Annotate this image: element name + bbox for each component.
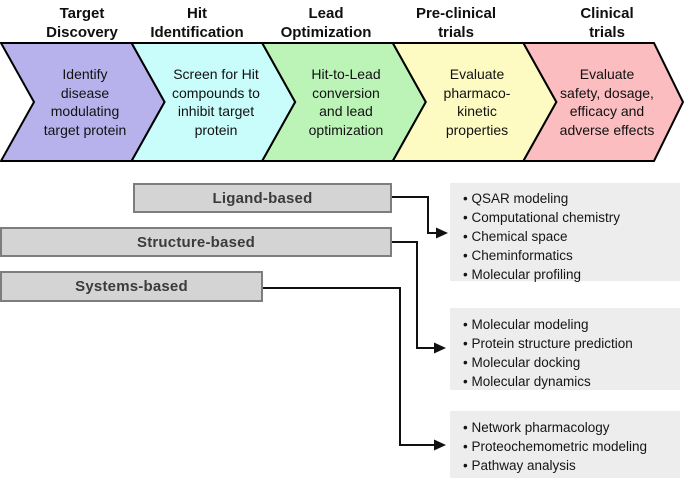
stage-title-pre-clinical-trials: Pre-clinical trials <box>415 5 497 41</box>
method-item: Molecular profiling <box>450 265 680 284</box>
method-item: Molecular modeling <box>450 315 680 334</box>
stage-description-clinical-trials: Evaluate safety, dosage, efficacy and ad… <box>559 66 655 138</box>
stage-title-target-discovery: Target Discovery <box>46 5 118 41</box>
method-item: Chemical space <box>450 227 680 246</box>
connector-structure-based <box>392 241 435 349</box>
arrowhead-icon <box>436 227 448 239</box>
approach-label: Structure-based <box>136 233 256 251</box>
method-item: Pathway analysis <box>450 456 680 475</box>
method-item: Computational chemistry <box>450 208 680 227</box>
approach-box-systems-based: Systems-based <box>0 271 263 302</box>
approach-label: Systems-based <box>75 278 188 295</box>
approach-label: Ligand-based <box>212 189 313 207</box>
stage-title-hit-identification: Hit Identification <box>150 5 244 41</box>
approach-box-ligand-based: Ligand-based <box>133 183 392 213</box>
stage-description-lead-optimization: Hit-to-Lead conversion and lead optimiza… <box>308 66 384 138</box>
method-list-systems-based: Network pharmacology Proteochemometric m… <box>450 411 680 478</box>
method-list-ligand-based: QSAR modeling Computational chemistry Ch… <box>450 183 680 284</box>
method-item: Molecular dynamics <box>450 372 680 391</box>
method-item: QSAR modeling <box>450 189 680 208</box>
method-item: Network pharmacology <box>450 418 680 437</box>
arrowhead-icon <box>434 439 446 451</box>
connector-ligand-based <box>392 196 437 234</box>
approach-box-structure-based: Structure-based <box>0 227 392 257</box>
method-item: Protein structure prediction <box>450 334 680 353</box>
connector-systems-based <box>263 287 435 446</box>
method-item: Molecular docking <box>450 353 680 372</box>
arrowhead-icon <box>434 342 446 354</box>
stage-description-target-discovery: Identify disease modulating target prote… <box>43 66 127 138</box>
method-list-structure-based: Molecular modeling Protein structure pre… <box>450 308 680 390</box>
method-item: Proteochemometric modeling <box>450 437 680 456</box>
stage-description-pre-clinical-trials: Evaluate pharmaco- kinetic properties <box>443 66 511 138</box>
stage-description-hit-identification: Screen for Hit compounds to inhibit targ… <box>172 66 260 138</box>
method-item: Cheminformatics <box>450 246 680 265</box>
stage-title-lead-optimization: Lead Optimization <box>280 5 372 41</box>
stage-title-clinical-trials: Clinical trials <box>580 5 634 41</box>
chevron-stage-clinical-trials <box>521 42 685 162</box>
